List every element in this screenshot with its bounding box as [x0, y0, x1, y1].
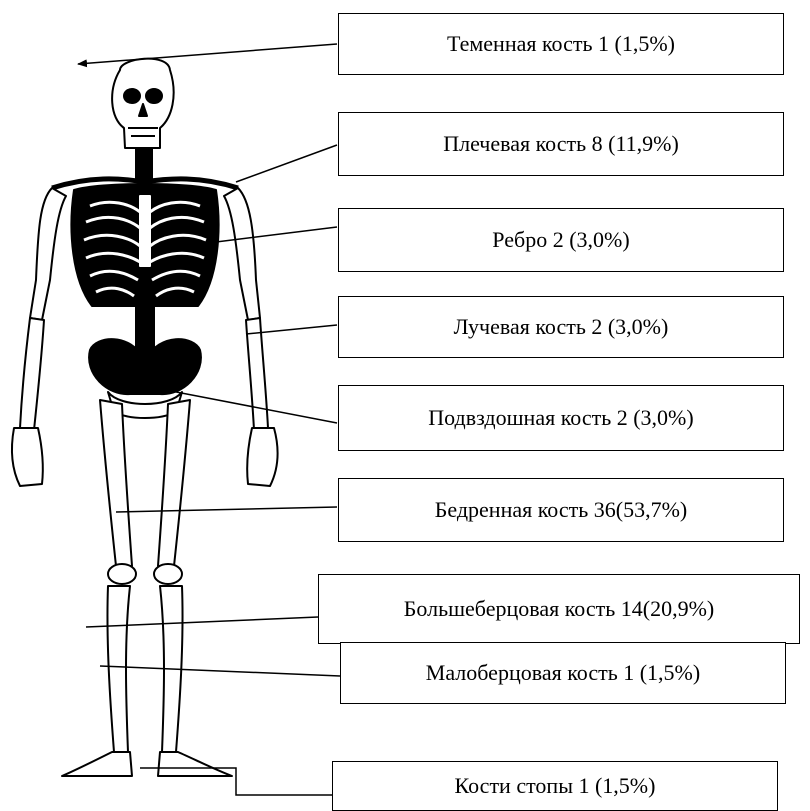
- right-forearm: [246, 318, 268, 430]
- left-femur: [100, 400, 132, 566]
- label-parietal-bone: Теменная кость 1 (1,5%): [338, 13, 784, 75]
- label-humerus: Плечевая кость 8 (11,9%): [338, 112, 784, 176]
- label-femur: Бедренная кость 36(53,7%): [338, 478, 784, 542]
- label-foot-bones: Кости стопы 1 (1,5%): [332, 761, 778, 811]
- right-foot: [158, 752, 232, 776]
- left-hand: [12, 428, 43, 486]
- label-tibia: Большеберцовая кость 14(20,9%): [318, 574, 800, 644]
- left-humerus: [30, 188, 66, 320]
- label-ilium: Подвздошная кость 2 (3,0%): [338, 385, 784, 451]
- label-fibula: Малоберцовая кость 1 (1,5%): [340, 642, 786, 704]
- label-radius: Лучевая кость 2 (3,0%): [338, 296, 784, 358]
- left-foot: [62, 752, 132, 776]
- right-hand: [247, 428, 277, 486]
- right-femur: [158, 400, 190, 566]
- label-rib: Ребро 2 (3,0%): [338, 208, 784, 272]
- left-tibia: [107, 586, 130, 752]
- left-forearm: [20, 318, 44, 430]
- right-humerus: [224, 188, 260, 320]
